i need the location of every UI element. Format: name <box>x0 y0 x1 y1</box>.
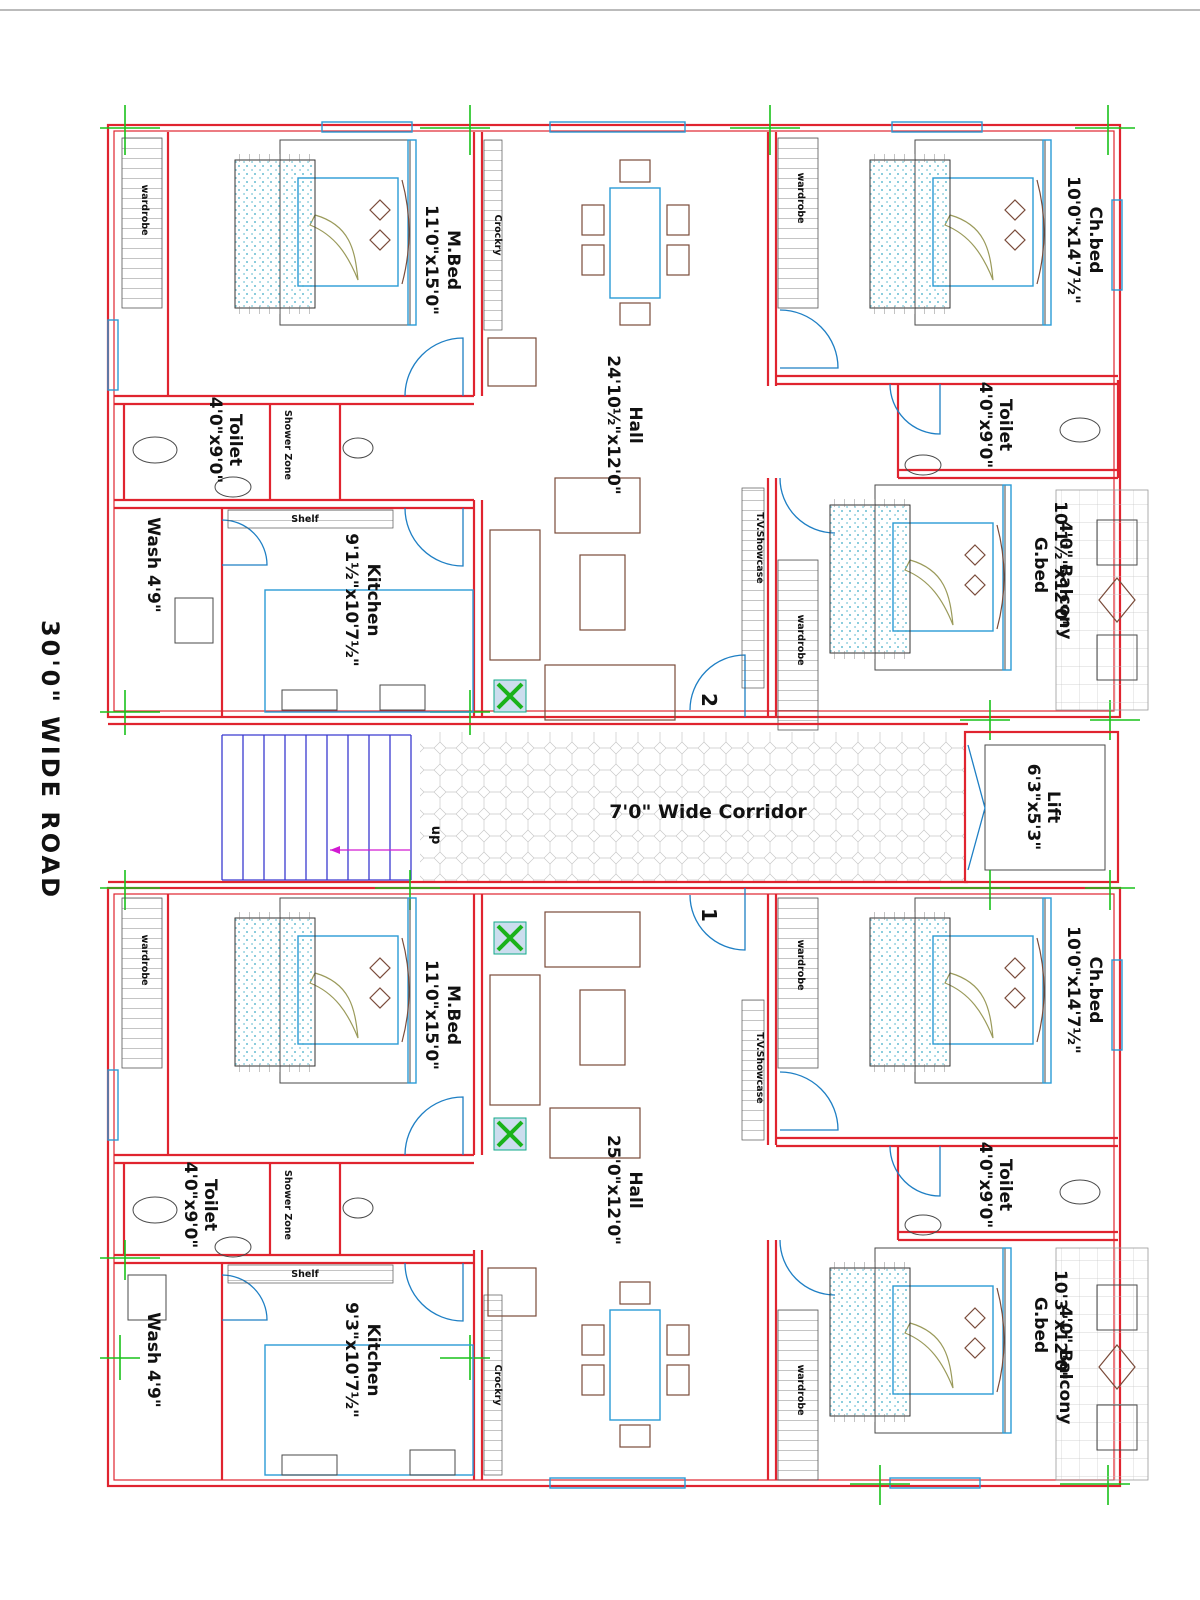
bottom-toilet-left-size: 4'0"x9'0" <box>180 1162 200 1248</box>
top-wardrobe-label-2: wardrobe <box>795 172 806 223</box>
bottom-toilet-left-name: Toilet <box>200 1179 220 1231</box>
dining-table-bottom <box>581 1281 690 1448</box>
top-wardrobe-label-3: wardrobe <box>795 614 806 665</box>
unit-number-bottom: 1 <box>697 908 721 922</box>
bottom-wardrobe-label-2: wardrobe <box>795 939 806 990</box>
top-tv-label: T.V.Showcase <box>754 512 765 583</box>
top-toilet-left-size: 4'0"x9'0" <box>205 397 225 483</box>
bottom-chbed-size: 10'0"x14'7½" <box>1063 926 1083 1054</box>
bottom-toilet-right-name: Toilet <box>995 1159 1015 1211</box>
top-shelf-label: Shelf <box>291 514 319 525</box>
top-wardrobe-label-1: wardrobe <box>139 184 150 235</box>
top-gbed-size: 10'1½"x12'0" <box>1050 501 1070 629</box>
corridor <box>108 722 1120 884</box>
top-chbed-size: 10'0"x14'7½" <box>1063 176 1083 304</box>
top-wash-label: Wash 4'9" <box>143 517 163 612</box>
top-balcony-label: 4'0" Balcony <box>1055 521 1075 640</box>
unit-top <box>100 105 1149 740</box>
bottom-gbed-size: 10'3"x12'0" <box>1050 1270 1070 1380</box>
top-mbed-size: 11'0"x15'0" <box>421 205 441 315</box>
bottom-crockry-label: Crockry <box>492 1364 503 1406</box>
top-shower-label: Shower Zone <box>282 410 293 480</box>
bottom-mbed-size: 11'0"x15'0" <box>421 960 441 1070</box>
top-kitchen-size: 9'1½"x10'7½" <box>341 533 361 666</box>
lift-name: Lift <box>1043 791 1063 823</box>
bottom-shelf-label: Shelf <box>291 1269 319 1280</box>
unit-bottom <box>100 870 1149 1505</box>
dining-table-top <box>581 159 690 326</box>
road-label: 30'0" WIDE ROAD <box>36 620 64 900</box>
bottom-shower-label: Shower Zone <box>282 1170 293 1240</box>
top-gbed-name: G.bed <box>1030 537 1050 593</box>
top-toilet-right-name: Toilet <box>995 399 1015 451</box>
bottom-chbed-name: Ch.bed <box>1085 957 1105 1024</box>
bottom-gbed-name: G.bed <box>1030 1297 1050 1353</box>
corridor-label: 7'0" Wide Corridor <box>609 801 807 823</box>
top-toilet-left-name: Toilet <box>225 414 245 466</box>
top-kitchen-name: Kitchen <box>363 564 383 637</box>
bottom-hall-size: 25'0"x12'0" <box>603 1135 623 1245</box>
bottom-wardrobe-label-1: wardrobe <box>139 934 150 985</box>
unit-number-top: 2 <box>697 693 721 707</box>
bottom-kitchen-name: Kitchen <box>363 1324 383 1397</box>
bottom-kitchen-size: 9'3"x10'7½" <box>341 1302 361 1418</box>
top-hall-size: 24'10½"x12'0" <box>603 355 623 495</box>
bottom-wardrobe-label-3: wardrobe <box>795 1364 806 1415</box>
top-chbed-name: Ch.bed <box>1085 207 1105 274</box>
bottom-tv-label: T.V.Showcase <box>754 1032 765 1103</box>
stair-up-label: up <box>428 826 443 845</box>
bottom-hall-name: Hall <box>625 1171 645 1208</box>
top-mbed-name: M.Bed <box>443 230 463 290</box>
top-crockry-label: Crockry <box>492 214 503 256</box>
top-toilet-right-size: 4'0"x9'0" <box>975 382 995 468</box>
lift-size: 6'3"x5'3" <box>1023 764 1043 850</box>
top-hall-name: Hall <box>625 406 645 443</box>
bottom-mbed-name: M.Bed <box>443 985 463 1045</box>
bottom-wash-label: Wash 4'9" <box>143 1312 163 1407</box>
bottom-toilet-right-size: 4'0"x9'0" <box>975 1142 995 1228</box>
sofa-set-bottom <box>489 911 641 1159</box>
sofa-set-top <box>489 477 676 721</box>
bottom-balcony-label: 4'0" Balcony <box>1055 1306 1075 1425</box>
